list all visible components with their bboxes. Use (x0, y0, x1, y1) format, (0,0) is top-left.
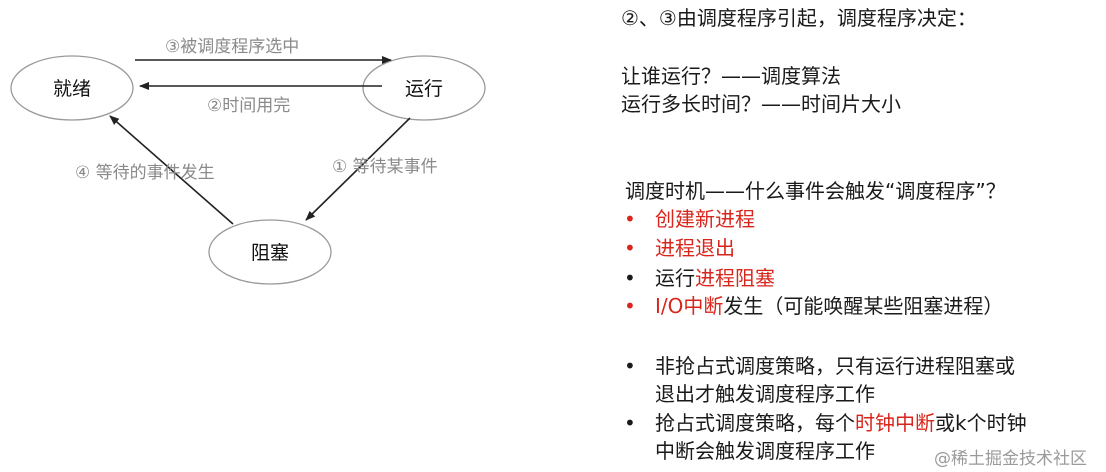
bullet-dot: • (624, 411, 636, 435)
note-who-runs: 让谁运行？——调度算法 (621, 64, 841, 88)
bullet-text: 运行 (655, 266, 695, 290)
edge-label-ready-to-running: ③被调度程序选中 (165, 37, 299, 57)
timing-title: 调度时机——什么事件会触发“调度程序”？ (625, 179, 1006, 203)
policy-text: 或k个时钟 (935, 411, 1027, 435)
node-ready (10, 55, 134, 121)
node-running (362, 55, 486, 121)
notes-heading: ②、③由调度程序引起，调度程序决定： (621, 6, 977, 30)
note-how-long: 运行多长时间？——时间片大小 (621, 92, 901, 116)
edge-label-blocked-to-ready: ④ 等待的事件发生 (75, 163, 215, 183)
watermark: @稀土掘金技术社区 (934, 449, 1087, 469)
bullet-dot: • (624, 354, 636, 378)
bullet-dot: • (624, 236, 636, 260)
edge-label-running-to-blocked: ① 等待某事件 (332, 157, 438, 177)
policy-text: 抢占式调度策略，每个 (655, 411, 855, 435)
policy-text: 退出才触发调度程序工作 (655, 382, 875, 406)
policy-text-red: 时钟中断 (855, 411, 935, 435)
policy-text: 非抢占式调度策略，只有运行进程阻塞或 (655, 354, 1015, 378)
node-blocked (208, 219, 332, 285)
node-blocked-label: 阻塞 (251, 242, 289, 264)
bullet-dot: • (624, 266, 636, 290)
edge-label-running-to-ready: ②时间用完 (207, 96, 290, 116)
bullet-text-red: 创建新进程 (655, 207, 755, 231)
policy-text: 中断会触发调度程序工作 (655, 439, 875, 463)
node-ready-label: 就绪 (53, 78, 91, 100)
bullet-dot: • (624, 207, 636, 231)
edge-running-to-blocked (305, 117, 411, 221)
bullet-text: 发生（可能唤醒某些阻塞进程） (723, 294, 1004, 318)
bullet-text-red: 进程退出 (655, 236, 735, 260)
state-diagram: 就绪 运行 阻塞 ③被调度程序选中 ②时间用完 ① 等待某事件 ④ 等待的事件发… (10, 37, 486, 285)
bullet-text-red: I/O中断 (655, 294, 724, 318)
bullet-dot: • (624, 294, 636, 318)
node-running-label: 运行 (405, 78, 443, 100)
edge-blocked-to-ready (109, 115, 234, 225)
bullet-text-red: 进程阻塞 (695, 266, 775, 290)
